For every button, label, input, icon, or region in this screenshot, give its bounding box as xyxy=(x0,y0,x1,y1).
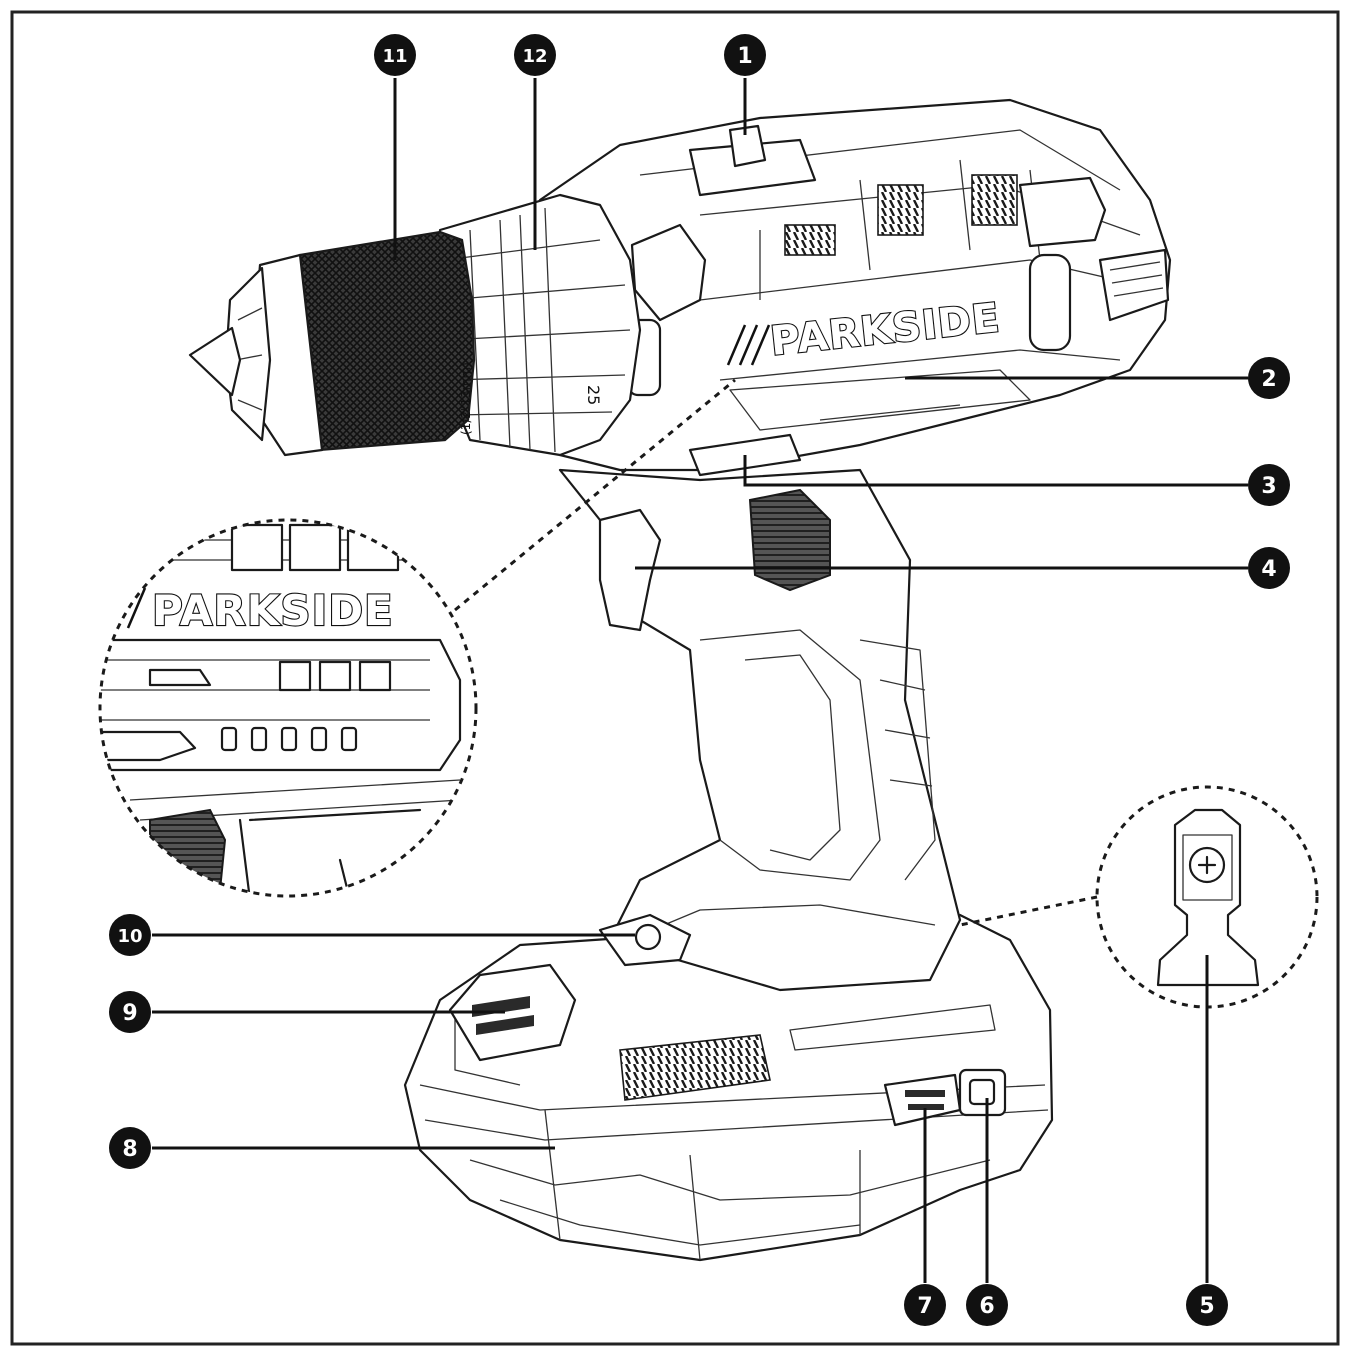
chuck-size-label: (1/2"13mm) xyxy=(459,362,473,435)
callout-11: 11 xyxy=(374,34,416,76)
callout-7: 7 xyxy=(904,1284,946,1326)
detail-inset-belt-clip xyxy=(1095,785,1319,1009)
chuck-assembly: 25 (1/2"13mm) xyxy=(188,193,642,457)
leader-lines xyxy=(152,78,1248,1283)
callout-8: 8 xyxy=(109,1127,151,1169)
callout-3: 3 xyxy=(1248,464,1290,506)
callout-4-label: 4 xyxy=(1261,557,1276,582)
inset-connector-logo xyxy=(454,378,736,612)
chuck-number: 25 xyxy=(584,385,603,405)
brand-slashes xyxy=(726,324,771,366)
figure-frame xyxy=(10,10,1340,1346)
callout-12: 12 xyxy=(514,34,556,76)
callout-4: 4 xyxy=(1248,547,1290,589)
callout-1-label: 1 xyxy=(737,44,752,69)
callout-2-label: 2 xyxy=(1261,367,1276,392)
callout-6: 6 xyxy=(966,1284,1008,1326)
callout-2: 2 xyxy=(1248,357,1290,399)
callout-7-label: 7 xyxy=(917,1294,932,1319)
leader-3 xyxy=(743,455,1248,487)
callout-12-label: 12 xyxy=(522,46,547,67)
inset-brand-logo: PARKSIDE xyxy=(152,586,394,635)
detail-inset-logo: PARKSIDE xyxy=(98,518,478,898)
inset-circle-logo xyxy=(98,518,478,898)
callout-6-label: 6 xyxy=(979,1294,994,1319)
callouts: 1 2 3 4 5 6 7 8 xyxy=(109,34,1290,1326)
callout-1: 1 xyxy=(724,34,766,76)
battery-pack xyxy=(403,913,1054,1262)
callout-9: 9 xyxy=(109,991,151,1033)
callout-10-label: 10 xyxy=(117,926,142,947)
callout-3-label: 3 xyxy=(1261,474,1276,499)
callout-8-label: 8 xyxy=(122,1137,137,1162)
inset-connector-belt-clip xyxy=(959,895,1098,927)
callout-11-label: 11 xyxy=(382,46,407,67)
callout-10: 10 xyxy=(109,914,151,956)
drill-handle xyxy=(558,468,962,992)
callout-5-label: 5 xyxy=(1199,1294,1214,1319)
callout-9-label: 9 xyxy=(122,1001,137,1026)
callout-5: 5 xyxy=(1186,1284,1228,1326)
